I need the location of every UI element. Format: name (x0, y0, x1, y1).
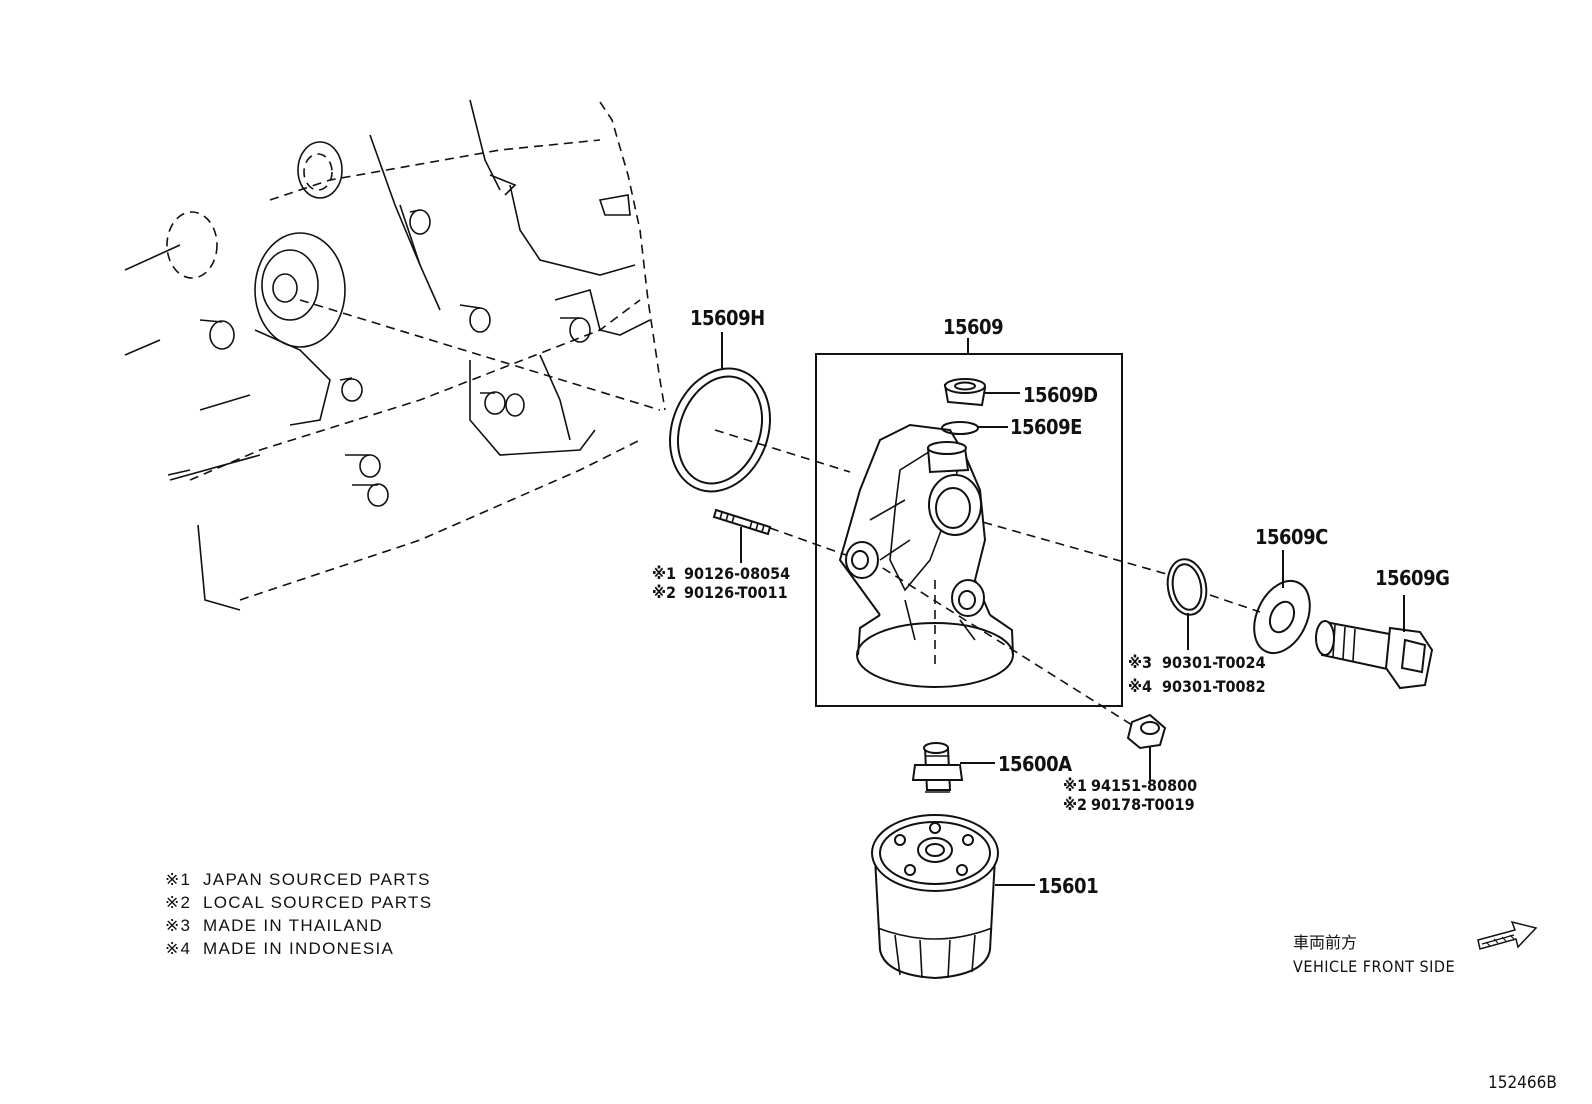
o-ring-large-drawing (669, 367, 771, 493)
gasket-small-drawing (941, 421, 979, 435)
label-stud-2: 90126-T0011 (684, 583, 788, 602)
diagram-id: 152466B (1488, 1073, 1557, 1093)
label-15609: 15609 (943, 315, 1003, 339)
label-15609E: 15609E (1010, 415, 1082, 439)
label-nut-2: 90178-T0019 (1091, 795, 1195, 814)
legend-mark-1: ※1 (165, 870, 191, 889)
marker-stud-2: ※2 (652, 583, 676, 602)
marker-nut-2: ※2 (1063, 795, 1087, 814)
label-15600A: 15600A (998, 752, 1072, 776)
callout-labels: 15609H 15609 15609D 15609E ※1 90126-0805… (652, 306, 1450, 898)
legend-text-3: MADE IN THAILAND (203, 916, 383, 935)
label-15609D: 15609D (1023, 383, 1098, 407)
label-o-ring-3: 90301-T0024 (1162, 653, 1266, 672)
union-bolt-drawing (1315, 620, 1434, 690)
legend-mark-2: ※2 (165, 893, 191, 912)
front-arrow-icon (1477, 920, 1538, 950)
label-15609C: 15609C (1255, 525, 1328, 549)
label-nut-1: 94151-80800 (1091, 776, 1197, 795)
oil-filter-drawing (871, 814, 999, 980)
leader-lines (721, 332, 1405, 886)
oil-filter-housing-drawing (838, 423, 1014, 688)
label-stud-1: 90126-08054 (684, 564, 790, 583)
label-15609H: 15609H (690, 306, 765, 330)
legend: ※1 JAPAN SOURCED PARTS ※2 LOCAL SOURCED … (165, 870, 432, 958)
o-ring-small-drawing (1166, 558, 1208, 616)
marker-nut-1: ※1 (1063, 776, 1087, 795)
gasket-ring-drawing (1253, 579, 1311, 655)
vehicle-direction: 車両前方 VEHICLE FRONT SIDE (1293, 920, 1538, 976)
legend-mark-4: ※4 (165, 939, 191, 958)
stud-bolt-drawing (712, 508, 772, 536)
legend-mark-3: ※3 (165, 916, 191, 935)
legend-text-1: JAPAN SOURCED PARTS (203, 870, 431, 889)
label-o-ring-4: 90301-T0082 (1162, 677, 1266, 696)
plug-drawing (943, 378, 987, 407)
direction-jp-label: 車両前方 (1293, 933, 1357, 952)
legend-text-4: MADE IN INDONESIA (203, 939, 394, 958)
engine-block-drawing (124, 99, 666, 611)
nut-drawing (1126, 713, 1167, 750)
marker-o-ring-4: ※4 (1128, 677, 1152, 696)
label-15609G: 15609G (1375, 566, 1449, 590)
marker-o-ring-3: ※3 (1128, 653, 1152, 672)
union-drawing (911, 742, 964, 793)
direction-en-label: VEHICLE FRONT SIDE (1293, 957, 1455, 976)
legend-text-2: LOCAL SOURCED PARTS (203, 893, 432, 912)
marker-stud-1: ※1 (652, 564, 676, 583)
label-15601: 15601 (1038, 874, 1098, 898)
